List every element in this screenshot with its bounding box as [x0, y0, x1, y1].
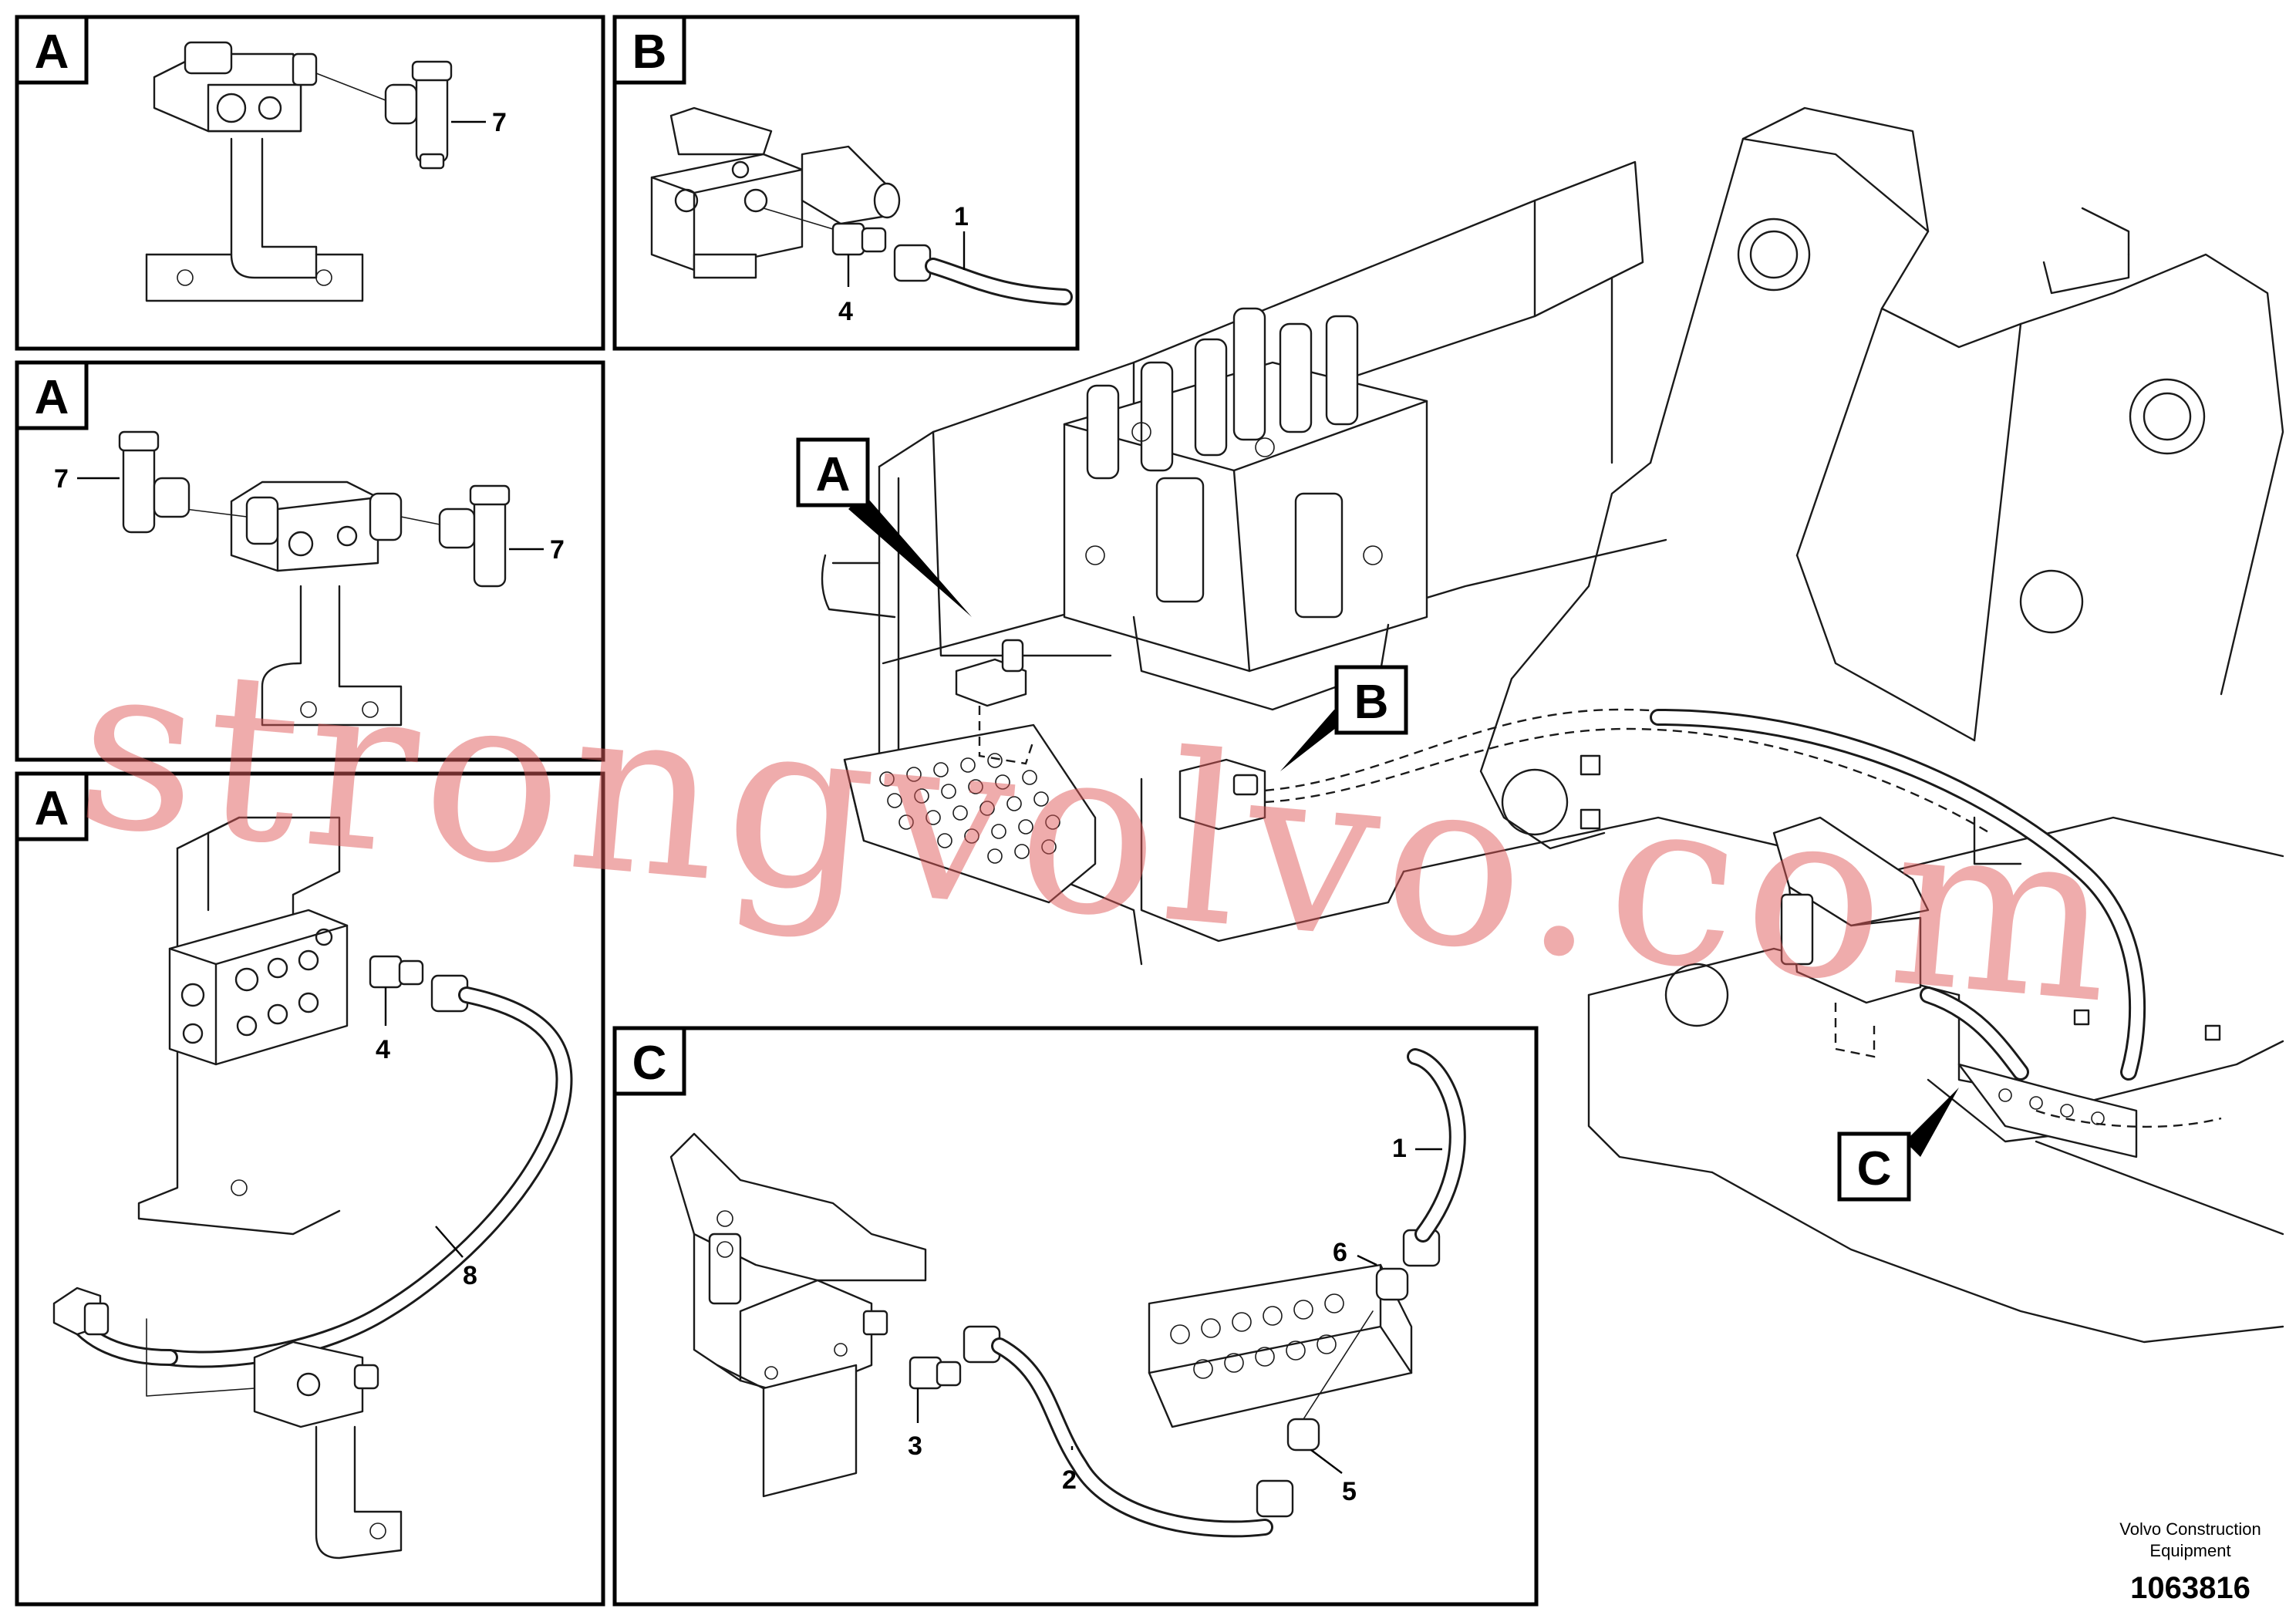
- detail-panel-b: 4 1 B: [612, 15, 1080, 351]
- detail-panel-a3: 4 8 A: [15, 771, 605, 1607]
- main-valve-a: [955, 639, 1035, 765]
- detail-panel-c: 3 2 5 6 1: [612, 1026, 1539, 1607]
- b-solenoid-valve: [650, 106, 901, 279]
- panel-label: B: [632, 25, 667, 79]
- drawing-number: 1063816: [2130, 1571, 2250, 1605]
- part-number-1: 1: [954, 202, 969, 231]
- footer-credit: Volvo Construction Equipment 1063816: [2119, 1519, 2261, 1605]
- main-pedal: [1772, 816, 2138, 1158]
- panel-label: A: [35, 782, 69, 835]
- part-number-3: 3: [908, 1431, 922, 1461]
- c-pedal-valve: [669, 1132, 927, 1498]
- main-callout-b: B: [1280, 665, 1408, 771]
- a2-tee-fitting-7-left: [118, 430, 190, 534]
- part-number-4: 4: [376, 1035, 390, 1064]
- panel-label: C: [632, 1037, 667, 1090]
- company-name-line1: Volvo Construction: [2119, 1519, 2261, 1539]
- main-valve-b: [1178, 758, 1266, 831]
- svg-text:A: A: [816, 448, 851, 501]
- boom-mount: [1479, 106, 2284, 850]
- part-number-7: 7: [54, 464, 69, 494]
- part-number-6: 6: [1333, 1238, 1347, 1267]
- company-name-line2: Equipment: [2149, 1541, 2230, 1560]
- b-adapter-4: [831, 222, 887, 256]
- svg-text:C: C: [1857, 1142, 1892, 1195]
- a3-lower-valve: [146, 1318, 403, 1560]
- c-hose-1: [1402, 1048, 1466, 1267]
- main-hose-1-dashed-b: [1264, 727, 1991, 835]
- a1-valve-bracket: [145, 41, 364, 302]
- part-number-8: 8: [463, 1261, 477, 1290]
- c-adapter-3: [909, 1356, 962, 1390]
- b-hose-1: [893, 244, 1073, 305]
- panel-label: A: [35, 371, 69, 424]
- part-number-7: 7: [492, 108, 507, 137]
- part-number-2: 2: [1062, 1465, 1077, 1495]
- panel-label: A: [35, 25, 69, 79]
- part-number-7: 7: [550, 535, 565, 565]
- part-number-1: 1: [1392, 1134, 1407, 1163]
- part-number-5: 5: [1342, 1477, 1357, 1506]
- a2-valve-bracket: [230, 481, 403, 727]
- a1-tee-fitting-7: [384, 60, 453, 170]
- c-hose-2: [963, 1325, 1294, 1538]
- svg-text:B: B: [1354, 676, 1389, 729]
- c-fitting-5: [1286, 1418, 1320, 1452]
- main-callout-a: A: [796, 437, 972, 617]
- step-plate-holes: [879, 753, 1060, 864]
- a3-adapter-4: [369, 955, 424, 989]
- control-valve: [1063, 307, 1428, 711]
- main-callout-c: C: [1837, 1088, 1959, 1202]
- c-fitting-6: [1375, 1267, 1409, 1301]
- part-number-4: 4: [838, 297, 853, 326]
- a2-tee-fitting-7-right: [438, 484, 511, 588]
- detail-panel-a1: 7 A: [15, 15, 605, 351]
- main-machine-illustration: [821, 106, 2284, 1344]
- detail-panel-a2: 7 7 A: [15, 360, 605, 762]
- a3-manifold-block: [168, 909, 349, 1066]
